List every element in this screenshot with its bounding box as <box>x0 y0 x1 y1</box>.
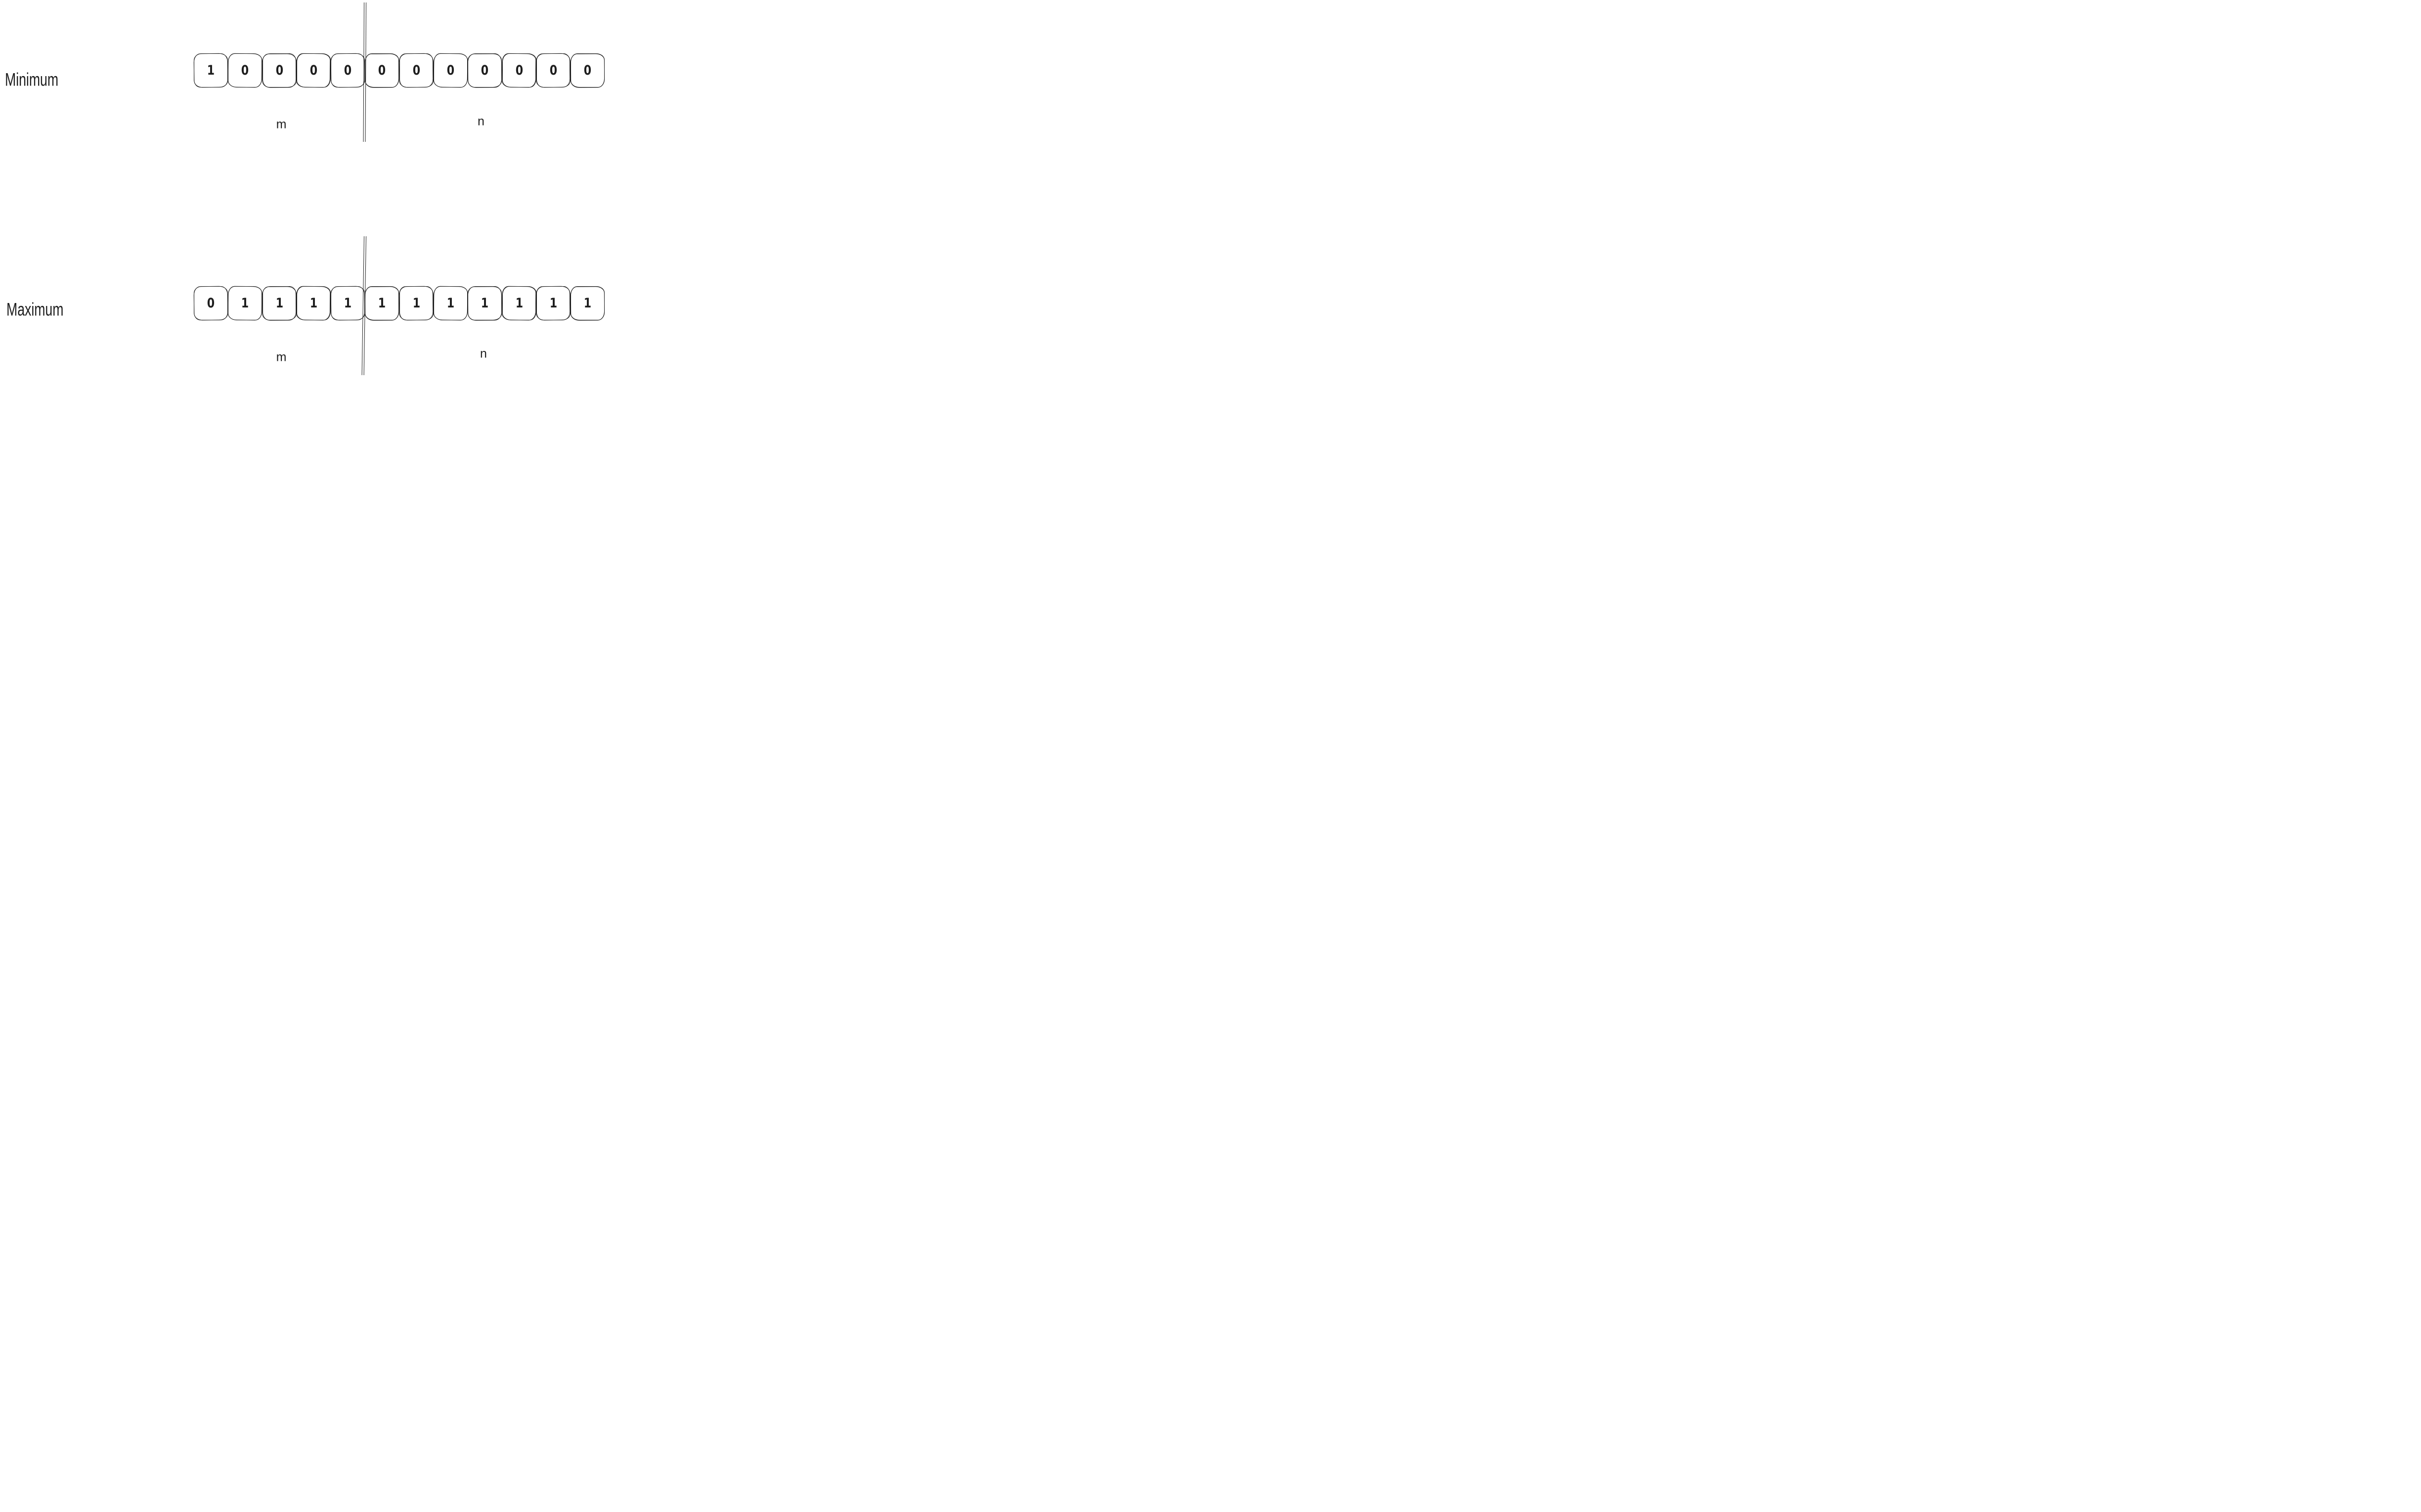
bit-value: 1 <box>412 296 420 311</box>
bit-value: 0 <box>481 63 489 78</box>
bit-box: 1 <box>536 286 571 320</box>
bit-value: 0 <box>207 296 215 311</box>
minimum-left-group-label: m <box>276 117 287 131</box>
bit-value: 0 <box>584 63 592 78</box>
bit-value: 1 <box>446 296 455 311</box>
maximum-row-label: Maximum <box>6 299 64 320</box>
bit-box: 1 <box>398 286 434 320</box>
bit-value: 1 <box>481 296 489 311</box>
bit-box: 0 <box>330 53 365 87</box>
maximum-bit-row: 0 1 1 1 1 1 1 1 1 1 1 1 <box>193 286 605 321</box>
bit-box: 0 <box>193 286 228 320</box>
bit-value: 0 <box>309 63 318 78</box>
bit-box: 1 <box>433 286 468 320</box>
bit-box: 1 <box>570 286 605 321</box>
bit-value: 0 <box>378 63 386 78</box>
bit-box: 1 <box>296 286 331 320</box>
bit-box: 0 <box>501 53 536 87</box>
bit-box: 1 <box>262 286 297 321</box>
bit-box: 0 <box>467 53 502 88</box>
bit-value: 1 <box>584 296 592 311</box>
bit-value: 1 <box>309 296 318 311</box>
bit-box: 1 <box>364 286 399 321</box>
bit-value: 1 <box>275 296 283 311</box>
bit-value: 1 <box>241 296 249 311</box>
minimum-split-divider-line <box>363 2 366 142</box>
maximum-left-group-label: m <box>276 350 287 364</box>
minimum-right-group-label: n <box>478 114 484 129</box>
bit-value: 0 <box>446 63 455 78</box>
bit-value: 0 <box>515 63 523 78</box>
bit-value: 0 <box>344 63 352 78</box>
bit-value: 1 <box>207 63 215 78</box>
bit-box: 1 <box>193 53 228 87</box>
bit-box: 1 <box>467 286 502 321</box>
maximum-right-group-label: n <box>480 346 487 361</box>
bit-value: 0 <box>275 63 283 78</box>
minimum-row-label: Minimum <box>5 69 59 90</box>
bit-box: 0 <box>398 53 434 87</box>
bit-box: 0 <box>433 53 468 87</box>
bit-box: 1 <box>227 286 263 320</box>
bit-value: 1 <box>515 296 523 311</box>
bit-box: 1 <box>501 286 536 320</box>
bit-value: 1 <box>549 296 558 311</box>
minimum-bit-row: 1 0 0 0 0 0 0 0 0 0 0 0 <box>193 53 605 88</box>
bit-value: 0 <box>549 63 558 78</box>
bit-value: 1 <box>378 296 386 311</box>
bit-value: 0 <box>241 63 249 78</box>
bit-value: 1 <box>344 296 352 311</box>
bit-box: 0 <box>296 53 331 87</box>
bit-box: 0 <box>262 53 297 88</box>
bit-box: 0 <box>536 53 571 87</box>
bit-box: 0 <box>570 53 605 88</box>
bit-box: 0 <box>227 53 263 87</box>
bit-value: 0 <box>412 63 420 78</box>
bit-box: 1 <box>330 286 365 320</box>
bit-box: 0 <box>364 53 399 88</box>
